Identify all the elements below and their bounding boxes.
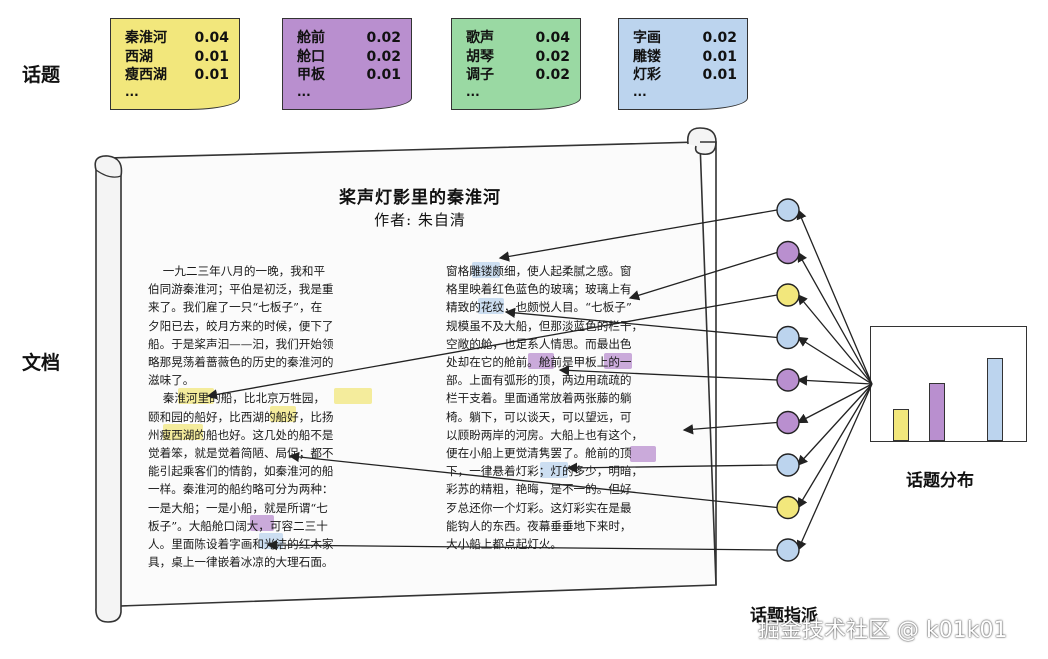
topic-word-row: 字画 0.02 [633,29,737,48]
topic-word-row: 灯彩 0.01 [633,66,737,85]
topic-word: 歌声 [466,30,494,46]
topic-prob: 0.01 [702,48,737,65]
topic-prob: 0.01 [194,48,229,65]
topic-prob: 0.02 [366,48,401,65]
topic-prob: 0.01 [366,67,401,83]
topic-note: 秦淮河 0.04 西湖 0.01 瘦西湖 0.01 ... [110,18,240,110]
distribution-bar [929,383,945,441]
distribution-bar [893,409,909,441]
topic-word: 秦淮河 [125,30,167,46]
topic-word: 调子 [466,67,494,83]
topic-prob: 0.04 [194,30,229,46]
topic-more: ... [125,84,139,99]
topic-word: 甲板 [297,67,325,83]
highlight-mark [163,424,203,440]
topic-word: 雕镂 [633,48,661,65]
topic-prob: 0.04 [535,30,570,46]
topic-assignment-label: 话题指派 [750,606,818,626]
topic-note: 歌声 0.04 胡琴 0.02 调子 0.02 ... [451,18,581,110]
scroll-right-edge [700,141,717,585]
topic-more: ... [633,84,647,99]
topic-note: 舱前 0.02 舱口 0.02 甲板 0.01 ... [282,18,412,110]
topic-note: 字画 0.02 雕镂 0.01 灯彩 0.01 ... [618,18,748,110]
document-author: 作者: 朱自清 [374,211,466,229]
topic-distribution-chart [870,326,1027,442]
topic-word-row: 西湖 0.01 [125,48,229,67]
document-title: 桨声灯影里的秦淮河 [339,188,501,208]
topic-word: 西湖 [125,48,153,65]
topics-label: 话题 [22,64,61,86]
topic-prob: 0.02 [702,30,737,46]
topic-prob: 0.01 [702,67,737,83]
topic-word-row: 雕镂 0.01 [633,48,737,67]
topic-word: 舱口 [297,48,325,65]
topic-prob: 0.02 [535,48,570,65]
scroll-left-roll-edge [95,169,122,178]
topic-word-row: 胡琴 0.02 [466,48,570,67]
topic-word: 灯彩 [633,67,661,83]
topic-more: ... [466,84,480,99]
topic-prob: 0.02 [535,67,570,83]
topic-word: 字画 [633,30,661,46]
scroll-left-roll [94,155,123,623]
topic-word-row: 舱口 0.02 [297,48,401,67]
highlight-mark [334,388,372,404]
topic-prob: 0.02 [366,30,401,46]
highlight-mark [250,515,274,531]
topic-word-row: 调子 0.02 [466,66,570,85]
document-right-column: 窗格雕镂颇细，使人起柔腻之感。窗 格里映着红色蓝色的玻璃；玻璃上有 精致的花纹，… [446,264,644,552]
topic-distribution-label: 话题分布 [906,471,974,491]
topic-word: 舱前 [297,30,325,46]
highlight-mark [270,406,296,422]
topic-word: 胡琴 [466,48,494,65]
topic-word-row: 舱前 0.02 [297,29,401,48]
topic-word: 瘦西湖 [125,67,167,83]
watermark: 掘金技术社区 @ k01k01 [758,618,1008,643]
topic-prob: 0.01 [194,67,229,83]
highlight-mark [178,388,214,404]
document-left-column: 一九二三年八月的一晚，我和平 伯同游秦淮河；平伯是初泛，我是重 来了。我们雇了一… [148,264,334,570]
topic-word-row: 秦淮河 0.04 [125,29,229,48]
topic-word-row: 瘦西湖 0.01 [125,66,229,85]
topic-more: ... [297,84,311,99]
distribution-bar [987,358,1003,441]
topic-word-row: 歌声 0.04 [466,29,570,48]
highlight-mark [472,262,500,278]
topic-word-row: 甲板 0.01 [297,66,401,85]
document-label: 文档 [22,352,61,374]
